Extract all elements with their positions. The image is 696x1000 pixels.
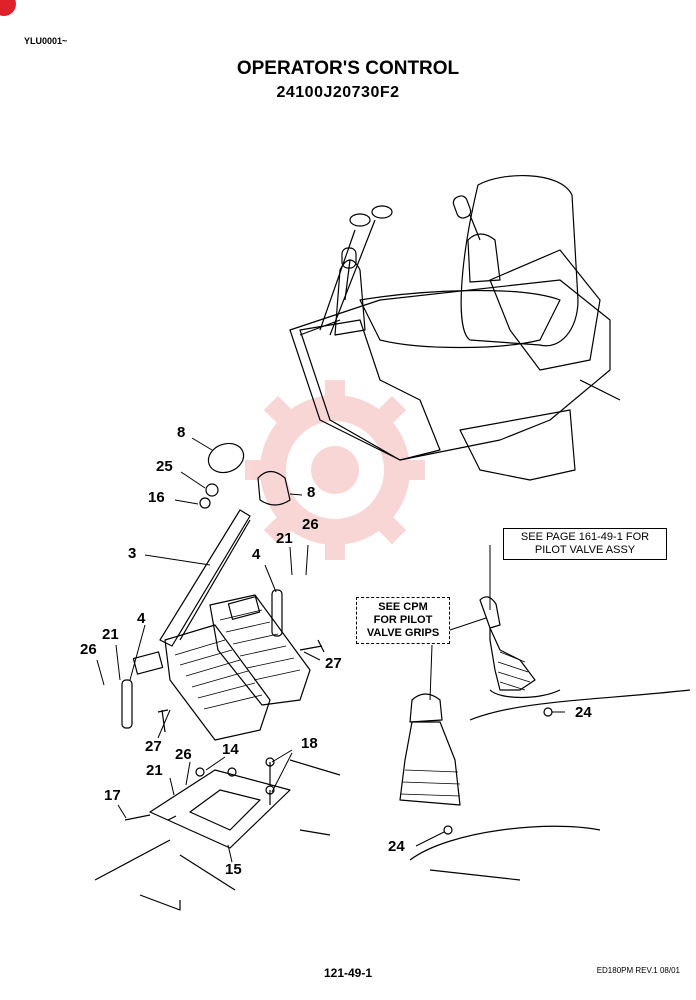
- pedal-plate-right: [227, 596, 261, 620]
- knob-8-upper: [207, 442, 245, 474]
- serial-range: YLU0001~: [24, 36, 68, 46]
- base-frame: [459, 409, 576, 481]
- corner-badge: [0, 0, 16, 16]
- note-pilot-valve-grips: SEE CPM FOR PILOT VALVE GRIPS: [356, 597, 450, 644]
- callout-17: 17: [104, 787, 121, 804]
- floor-plate: [149, 769, 291, 849]
- page-title: OPERATOR'S CONTROL: [236, 58, 460, 79]
- nut-24-left: [443, 825, 453, 835]
- callout-21-upper: 21: [276, 530, 293, 547]
- callout-27-right: 27: [325, 655, 342, 672]
- callout-26-left: 26: [80, 641, 97, 658]
- note-pilot-valve-grips-line2: FOR PILOT: [373, 614, 433, 626]
- seat-cushion: [359, 289, 561, 349]
- pedal-plate-left: [132, 651, 164, 675]
- callout-21-lower: 21: [146, 762, 163, 779]
- callout-24-right: 24: [575, 704, 592, 721]
- callout-3: 3: [128, 545, 137, 562]
- bolt-16: [199, 497, 211, 509]
- callout-21-left: 21: [102, 626, 119, 643]
- note-pilot-valve-assy: SEE PAGE 161-49-1 FOR PILOT VALVE ASSY: [503, 528, 667, 560]
- right-console: [489, 249, 601, 371]
- bolt-17: [124, 814, 151, 821]
- pedal-right: [209, 594, 311, 706]
- note-pilot-valve-grips-line1: SEE CPM: [378, 601, 428, 613]
- callout-25: 25: [156, 458, 173, 475]
- nut-24-right: [543, 707, 553, 717]
- callout-4-left: 4: [137, 610, 146, 627]
- callout-4-right: 4: [252, 546, 261, 563]
- callout-27-left: 27: [145, 738, 162, 755]
- callout-8-lower: 8: [307, 484, 316, 501]
- callout-18: 18: [301, 735, 318, 752]
- callout-24-left: 24: [388, 838, 405, 855]
- damper-4-right: [271, 589, 283, 637]
- watermark-gear-icon: [245, 380, 425, 560]
- pedal-left: [164, 624, 271, 741]
- part-number: 24100J20730F2: [276, 84, 400, 101]
- pilot-grip-right: [479, 596, 501, 629]
- callout-16: 16: [148, 489, 165, 506]
- console-base: [289, 279, 611, 461]
- callout-26-lower: 26: [175, 746, 192, 763]
- damper-4-left: [121, 679, 133, 729]
- note-pilot-valve-assy-line2: PILOT VALVE ASSY: [534, 544, 636, 556]
- callout-26-upper: 26: [302, 516, 319, 533]
- note-pilot-valve-assy-line1: SEE PAGE 161-49-1 FOR: [520, 531, 650, 543]
- knob-8-lower: [257, 470, 291, 506]
- callout-14: 14: [222, 741, 239, 758]
- seat-back: [460, 174, 579, 347]
- callout-8-upper: 8: [177, 424, 186, 441]
- bolt-27-left: [157, 709, 169, 733]
- page-number: 121-49-1: [323, 966, 373, 980]
- pilot-grip-left: [409, 693, 443, 723]
- nut-25: [205, 483, 219, 497]
- travel-lever: [159, 509, 251, 647]
- bolt-27-right: [299, 639, 325, 653]
- console-joystick-right: [467, 214, 501, 283]
- revision-code: ED180PM REV.1 08/01: [596, 966, 680, 975]
- callout-15: 15: [225, 861, 242, 878]
- note-pilot-valve-grips-line3: VALVE GRIPS: [366, 627, 440, 639]
- left-console: [299, 319, 441, 461]
- console-travel-levers: [299, 219, 376, 336]
